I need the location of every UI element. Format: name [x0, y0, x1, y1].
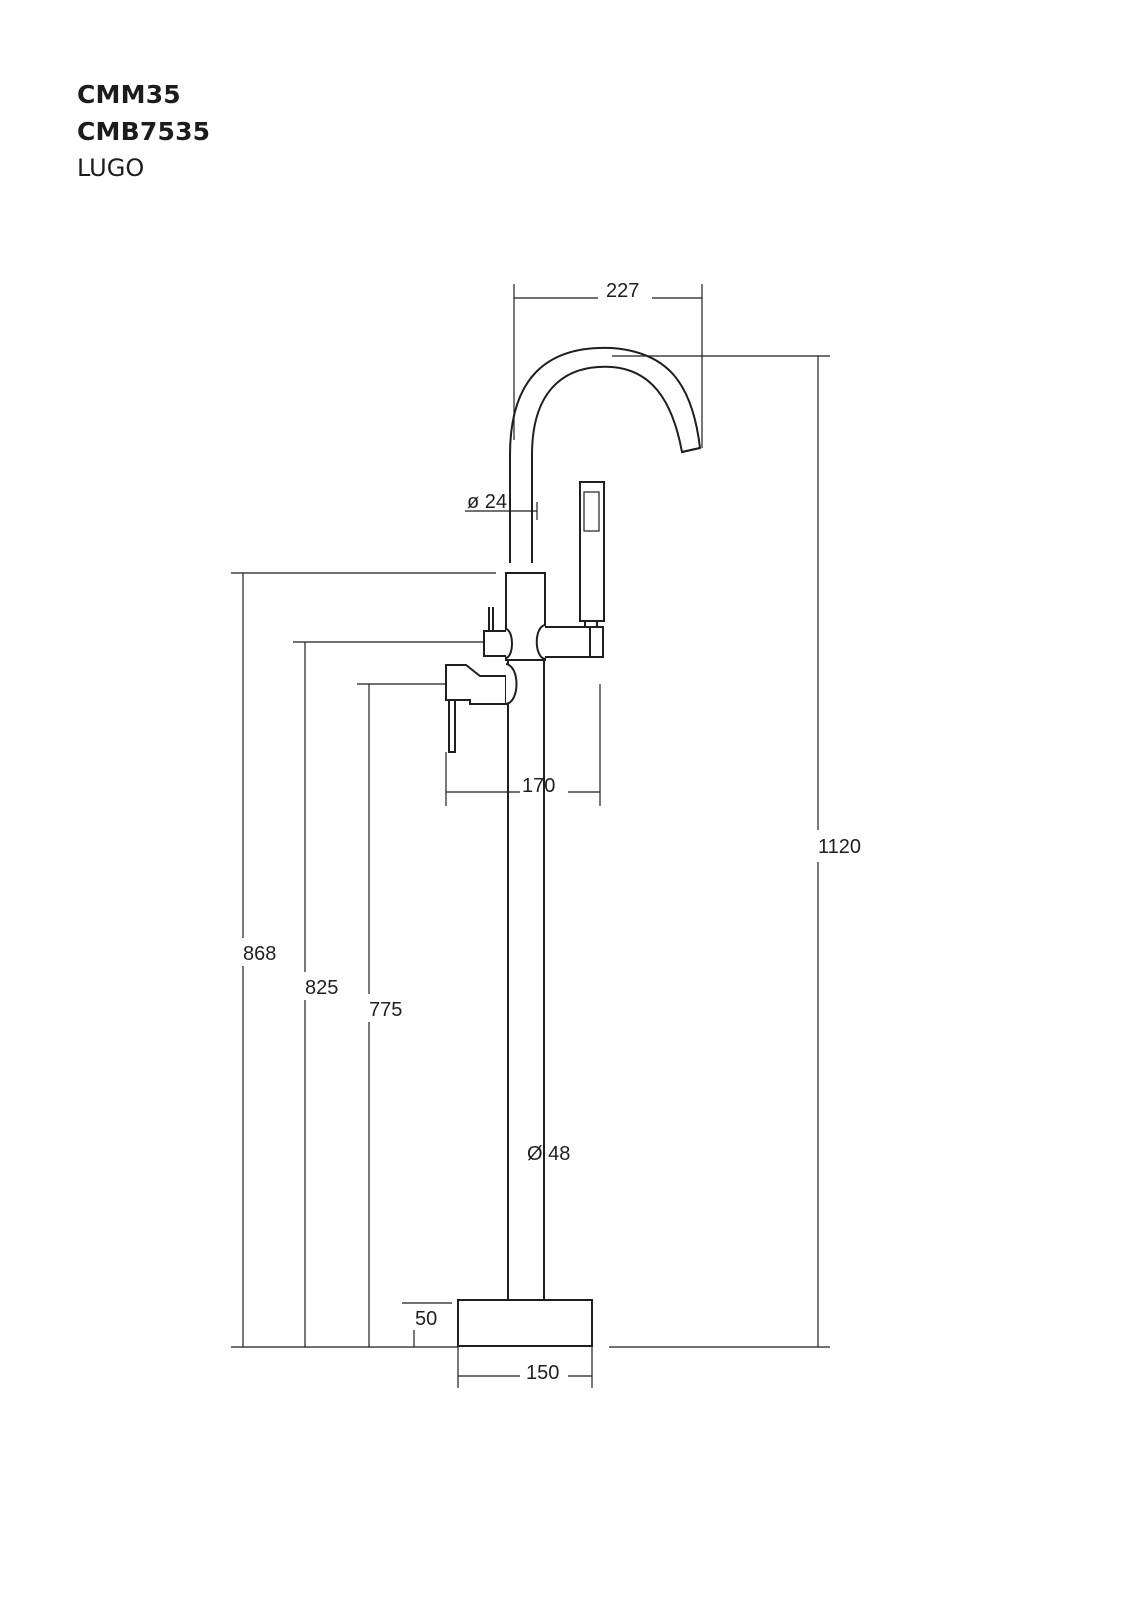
diverter-knob-cap: [505, 628, 513, 659]
label-825: 825: [305, 977, 338, 999]
mixer-handle-body: [445, 664, 507, 705]
label-868: 868: [243, 943, 276, 965]
shower-holder: [545, 626, 604, 658]
spout-outer-curve: [509, 346, 702, 563]
product-code-primary: CMM35: [77, 80, 181, 109]
product-model-name: LUGO: [77, 154, 145, 182]
label-170: 170: [522, 775, 555, 797]
dimension-lines: [231, 284, 830, 1388]
spout-nozzle: [681, 447, 701, 453]
label-diameter-48: Ø 48: [527, 1143, 570, 1165]
hand-shower-connector: [584, 620, 598, 628]
label-1120: 1120: [818, 836, 861, 858]
product-header: CMM35 CMB7535 LUGO: [77, 76, 210, 186]
shower-holder-cap: [535, 624, 546, 660]
main-column: [507, 659, 545, 1301]
label-227: 227: [606, 280, 639, 302]
mixer-lever: [448, 700, 456, 753]
mixer-handle-cap: [505, 663, 518, 705]
label-150: 150: [526, 1362, 559, 1384]
hand-shower-face: [583, 491, 600, 532]
dimension-labels: 227 ø 24 170 1120 868 825 775 Ø 48 50 15…: [243, 280, 861, 1384]
base-plate: [457, 1299, 593, 1347]
faucet-outline: [445, 346, 702, 1347]
product-code-secondary: CMB7535: [77, 117, 211, 146]
label-50: 50: [415, 1308, 437, 1330]
diverter-knob: [483, 630, 506, 657]
label-775: 775: [369, 999, 402, 1021]
label-diameter-24: ø 24: [467, 491, 507, 513]
